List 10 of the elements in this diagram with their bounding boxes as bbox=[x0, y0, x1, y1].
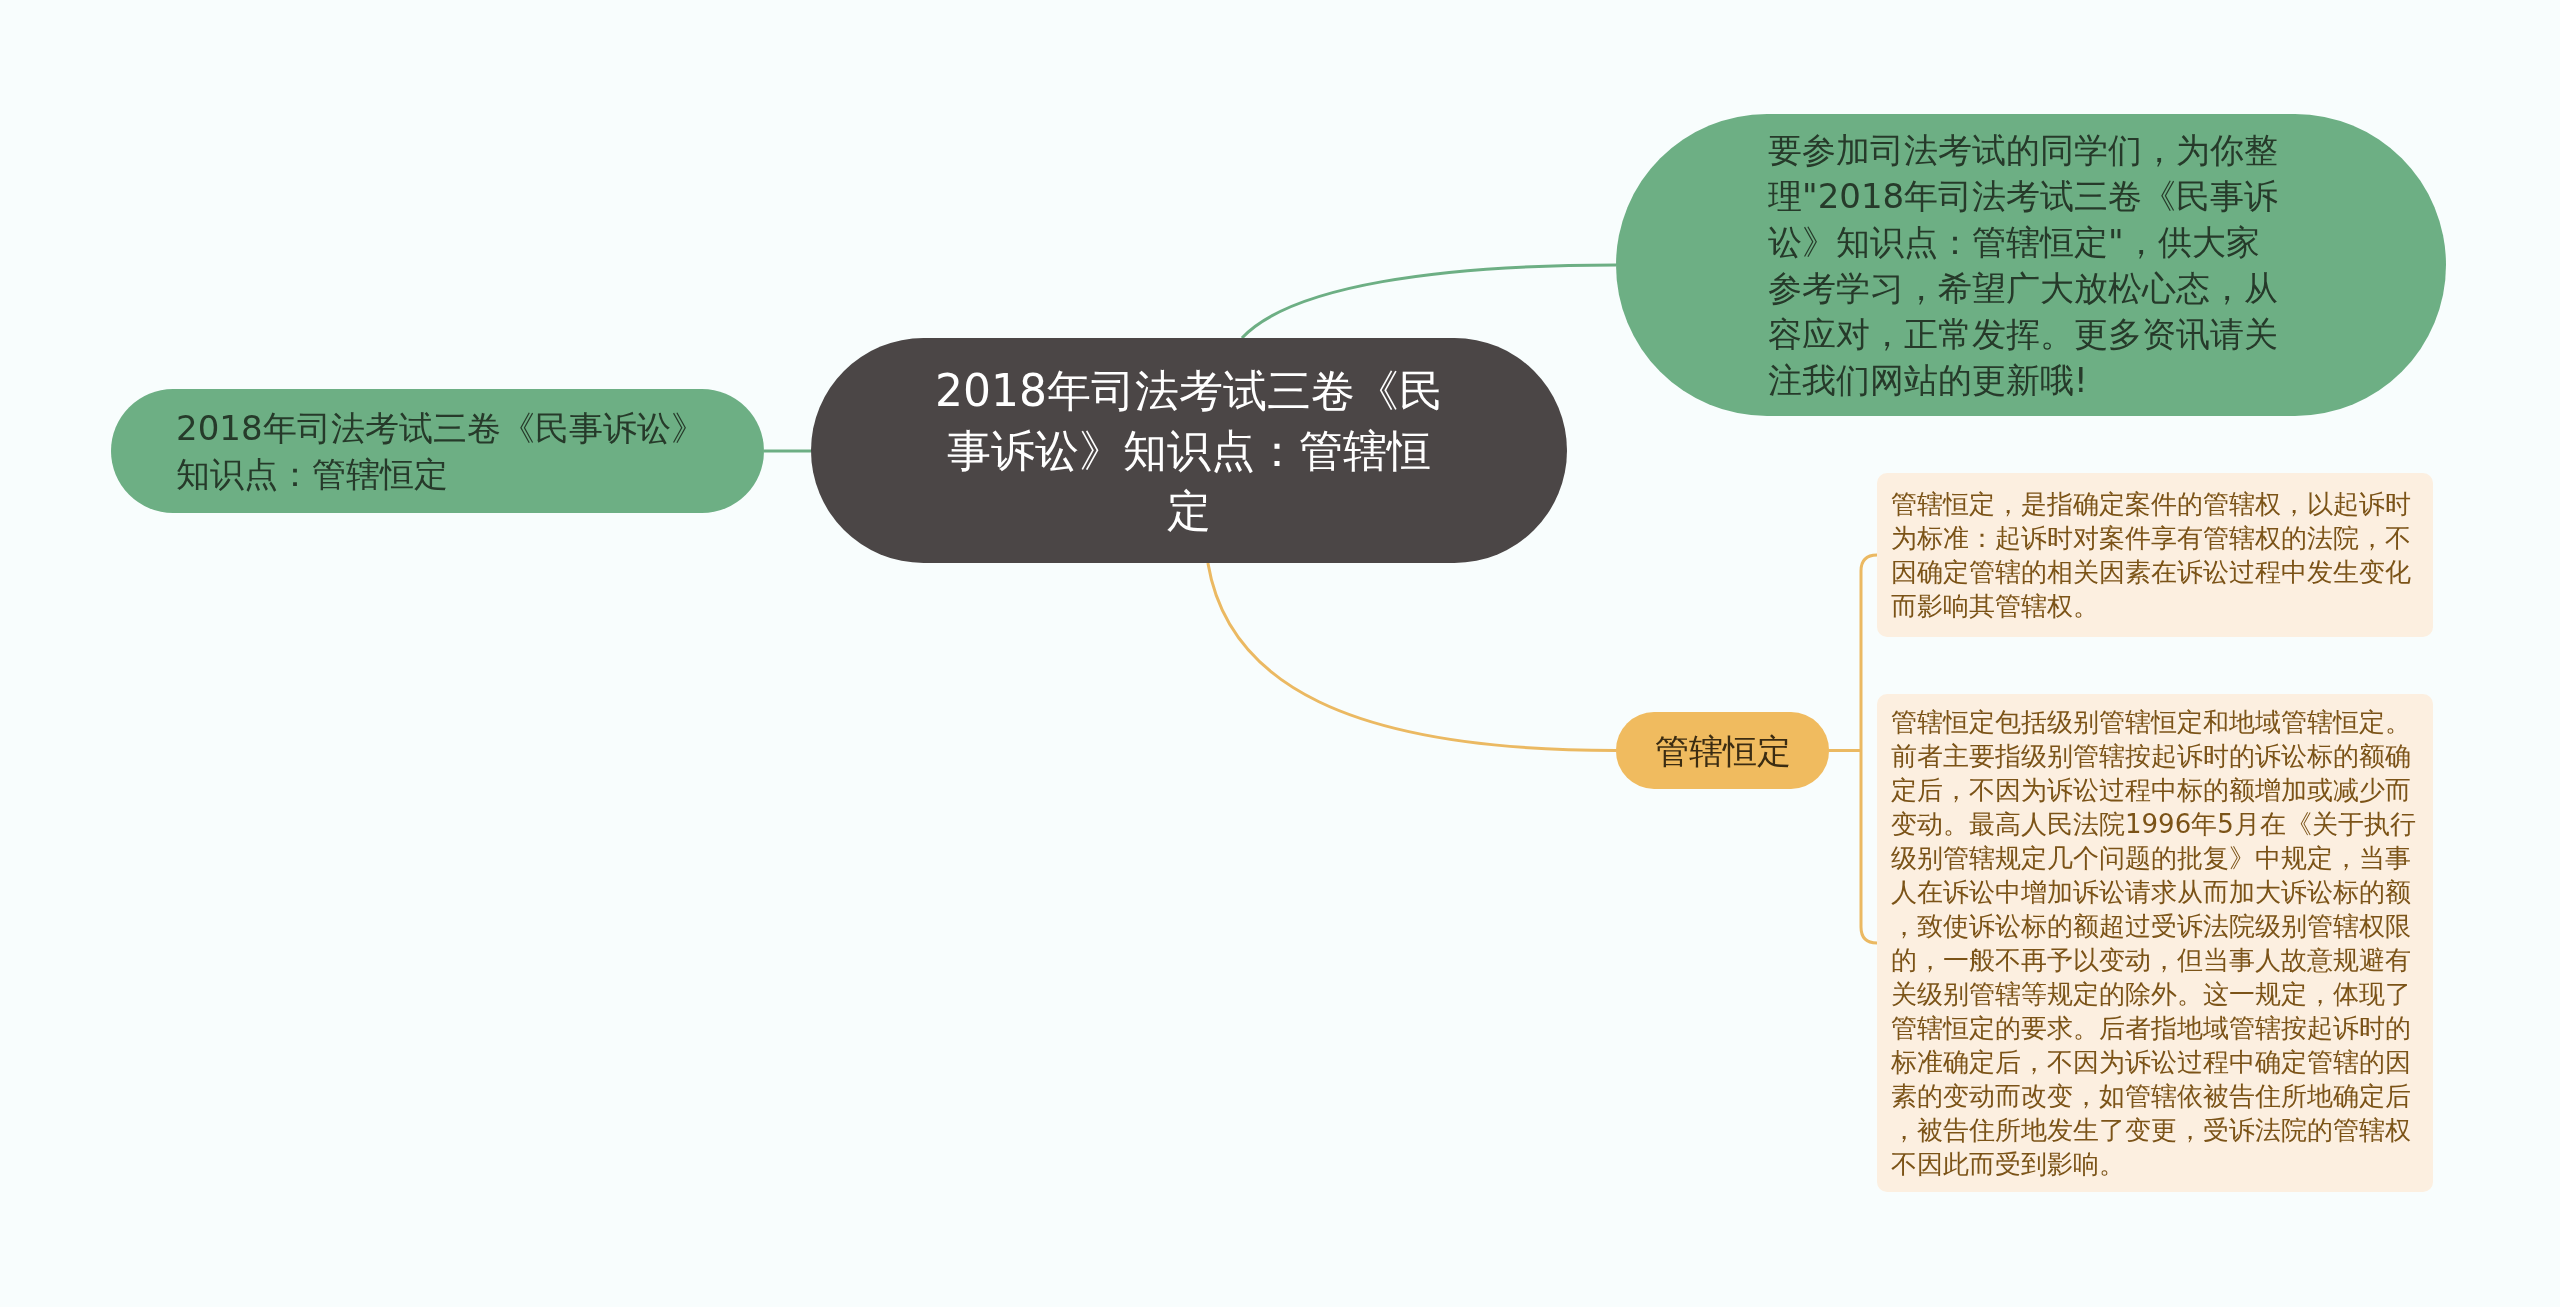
text-card: 管辖恒定包括级别管辖恒定和地域管辖恒定。前者主要指级别管辖按起诉时的诉讼标的额确定后，不因为诉讼过程中标的额增加或减少而变动。最高人民法院1996年5月在《关于执行级别管辖规定几个问题的批复》中规定，当事人在诉讼中增加诉讼请求从而加大诉讼标的额，致使诉讼标的额超过受诉法院级别管辖权限的，一般不再予以变动，但当事人故意规避有关级别管辖等规定的除外。这一规定，体现了管辖恒定的要求。后者指地域管辖按起诉时的标准确定后，不因为诉讼过程中确定管辖的因素的变动而改变，如管辖依被告住所地确定后，被告住所地发生了变更，受诉法院的管辖权不因此而受到影响。 bbox=[1877, 694, 2433, 1192]
central-topic-pill: 2018年司法考试三卷《民事诉讼》知识点：管辖恒定 bbox=[811, 338, 1567, 563]
connector-line bbox=[1827, 553, 1879, 945]
topic-pill: 要参加司法考试的同学们，为你整理"2018年司法考试三卷《民事诉讼》知识点：管辖恒定"，供大家参考学习，希望广大放松心态，从容应对，正常发挥。更多资讯请关注我们网站的更新哦! bbox=[1616, 114, 2446, 416]
subtopic-pill: 管辖恒定 bbox=[1616, 712, 1829, 789]
text-card: 管辖恒定，是指确定案件的管辖权，以起诉时为标准：起诉时对案件享有管辖权的法院，不因确定管辖的相关因素在诉讼过程中发生变化而影响其管辖权。 bbox=[1877, 473, 2433, 637]
connector-line bbox=[1240, 263, 1616, 340]
connector-line bbox=[764, 449, 811, 453]
topic-pill: 2018年司法考试三卷《民事诉讼》知识点：管辖恒定 bbox=[111, 389, 764, 513]
connector-line bbox=[1206, 562, 1617, 752]
